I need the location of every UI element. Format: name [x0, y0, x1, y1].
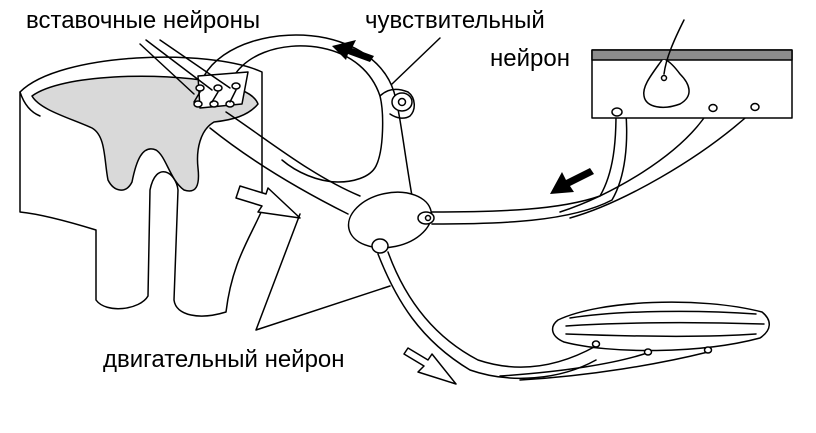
black-arrow-icon — [550, 168, 594, 194]
sensory-neuron-label-line2: нейрон — [490, 45, 570, 72]
dorsal-root-ganglion — [347, 191, 433, 249]
muscle — [551, 301, 770, 352]
interneurons — [139, 39, 249, 109]
sensory-neuron-label-line1: чувствительный — [365, 7, 545, 34]
sensory-neuron — [203, 34, 755, 249]
sensory-leader-line — [391, 37, 441, 85]
interneurons-label: вставочные нейроны — [26, 7, 261, 34]
motor-leader-line — [255, 213, 391, 331]
skin-receptor — [591, 19, 793, 119]
black-arrow-icon — [332, 40, 374, 62]
outline-arrow-icon — [403, 347, 457, 385]
outline-arrow-icon — [235, 185, 301, 219]
motor-neuron — [371, 238, 770, 381]
motor-neuron-label: двигательный нейрон — [103, 346, 345, 373]
